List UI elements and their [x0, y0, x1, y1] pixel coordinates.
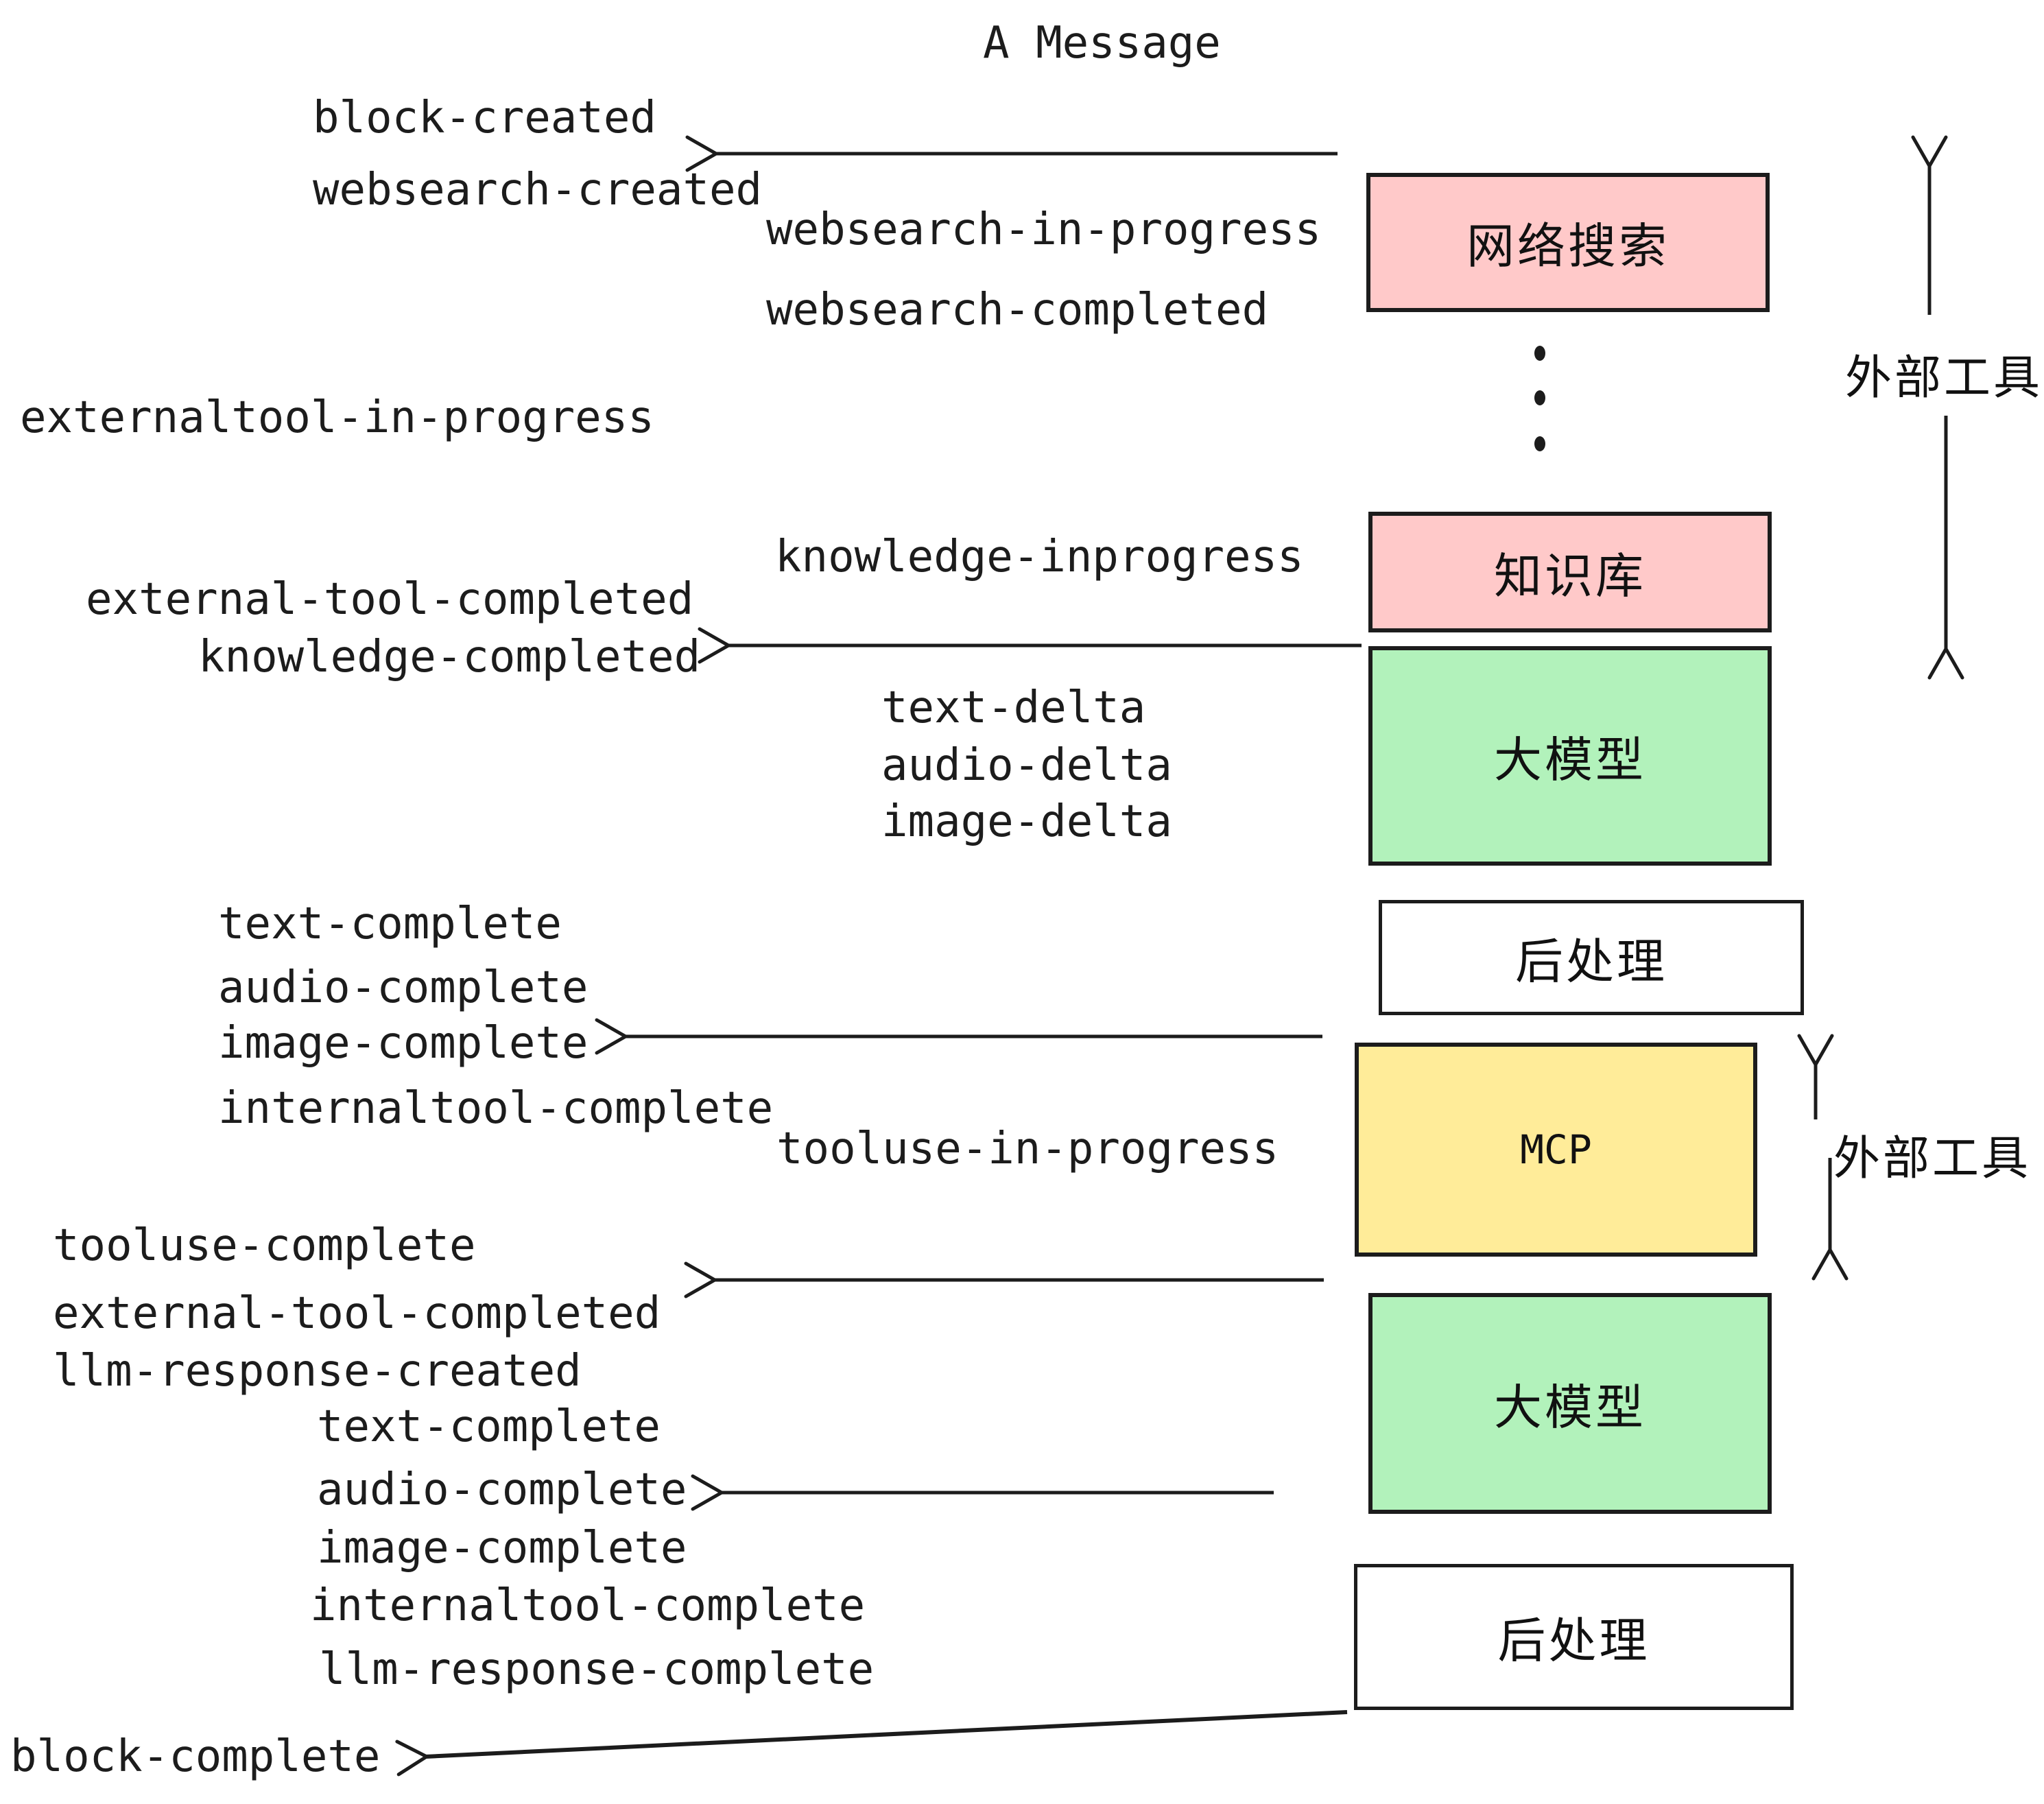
event-text-complete-1: text-complete — [218, 899, 562, 949]
event-audio-complete-1: audio-complete — [218, 962, 589, 1013]
event-internaltool-complete-2: internaltool-complete — [310, 1580, 866, 1631]
event-image-delta-1: image-delta — [881, 796, 1172, 847]
diagram-title: A Message — [983, 18, 1221, 69]
event-knowledge-completed: knowledge-completed — [198, 632, 701, 683]
event-external-tool-completed-2: external-tool-completed — [53, 1288, 661, 1339]
box-post-2-label: 后处理 — [1497, 1613, 1650, 1669]
ellipsis-dot-1 — [1534, 346, 1545, 361]
external-tools-label-bottom: 外部工具 — [1833, 1132, 2032, 1186]
event-internaltool-complete-1: internaltool-complete — [218, 1083, 774, 1134]
ellipsis-dot-3 — [1534, 436, 1545, 451]
box-post-1-label: 后处理 — [1515, 933, 1667, 990]
box-websearch-label: 网络搜索 — [1466, 218, 1669, 274]
event-audio-delta-1: audio-delta — [881, 740, 1172, 791]
event-tooluse-complete: tooluse-complete — [53, 1220, 476, 1271]
ellipsis-dot-2 — [1534, 390, 1545, 405]
box-knowledge-label: 知识库 — [1494, 547, 1646, 604]
event-externaltool-in-progress: externaltool-in-progress — [20, 392, 654, 443]
event-tooluse-in-progress: tooluse-in-progress — [776, 1124, 1279, 1174]
event-image-complete-2: image-complete — [317, 1523, 687, 1574]
box-llm-2-label: 大模型 — [1494, 1379, 1646, 1436]
event-block-complete: block-complete — [10, 1731, 381, 1782]
box-mcp-label: MCP — [1520, 1126, 1592, 1173]
event-block-created: block-created — [313, 93, 656, 143]
event-text-delta-1: text-delta — [881, 683, 1146, 733]
box-websearch: 网络搜索 — [1366, 173, 1770, 312]
box-mcp: MCP — [1355, 1043, 1757, 1257]
event-audio-complete-2: audio-complete — [317, 1464, 687, 1515]
box-knowledge: 知识库 — [1368, 512, 1772, 632]
box-llm-1: 大模型 — [1368, 646, 1772, 866]
event-llm-response-created: llm-response-created — [53, 1346, 582, 1397]
external-tools-label-top: 外部工具 — [1845, 351, 2043, 405]
box-post-1: 后处理 — [1379, 900, 1804, 1015]
event-external-tool-completed-1: external-tool-completed — [86, 574, 694, 625]
event-websearch-created: websearch-created — [313, 165, 763, 215]
event-knowledge-inprogress: knowledge-inprogress — [775, 532, 1304, 582]
event-websearch-in-progress: websearch-in-progress — [766, 204, 1322, 255]
event-text-complete-2: text-complete — [317, 1401, 661, 1452]
box-post-2: 后处理 — [1354, 1564, 1794, 1710]
event-image-complete-1: image-complete — [218, 1018, 589, 1069]
box-llm-1-label: 大模型 — [1494, 731, 1646, 788]
arrow-post2-to-block-complete — [425, 1710, 1348, 1757]
box-llm-2: 大模型 — [1368, 1293, 1772, 1514]
event-websearch-completed: websearch-completed — [766, 285, 1269, 335]
event-llm-response-complete: llm-response-complete — [319, 1644, 875, 1695]
